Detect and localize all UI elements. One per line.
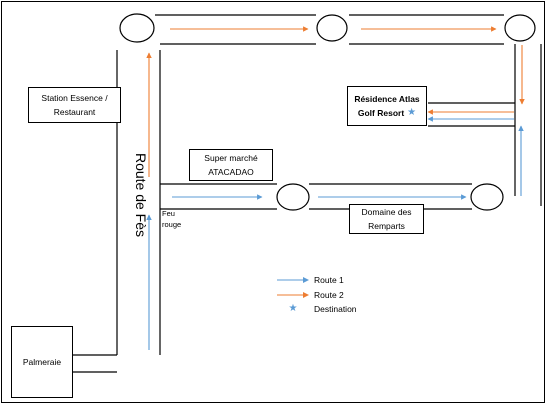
residence-box: Résidence Atlas Golf Resort ★ (347, 86, 427, 126)
legend-destination-label: Destination (314, 303, 357, 314)
legend-destination: ★ Destination (276, 303, 357, 314)
residence-label-line2: Golf Resort ★ (358, 106, 416, 120)
roundabout-top-left (119, 13, 155, 43)
domaine-label-line2: Remparts (368, 221, 405, 231)
legend-route1-label: Route 1 (314, 275, 344, 285)
legend-route2: Route 2 (276, 290, 344, 300)
domaine-label-line1: Domaine des (361, 207, 412, 217)
legend-route1-arrow-icon (277, 277, 309, 283)
station-label-line2: Restaurant (53, 107, 96, 117)
roundabout-middle-left (276, 183, 310, 211)
palmeraie-label: Palmeraie (22, 357, 62, 367)
star-icon: ★ (288, 303, 298, 314)
residence-label-text: Golf Resort (357, 108, 405, 118)
palmeraie-box: Palmeraie (11, 326, 73, 398)
residence-label-line1: Résidence Atlas (354, 94, 420, 104)
feu-rouge-label: Feu rouge (162, 208, 181, 230)
legend-route2-arrow-icon (277, 292, 309, 298)
star-icon: ★ (407, 107, 417, 118)
station-label-line1: Station Essence / (41, 93, 108, 103)
roundabout-middle-right (470, 183, 504, 211)
supermarche-label-line1: Super marché (204, 153, 258, 163)
roundabout-top-middle (316, 14, 348, 42)
supermarche-box: Super marché ATACADAO (189, 149, 273, 181)
legend-route2-label: Route 2 (314, 290, 344, 300)
supermarche-label-line2: ATACADAO (208, 167, 254, 177)
route-de-fes-label: Route de Fès (133, 152, 149, 238)
station-essence-box: Station Essence / Restaurant (28, 87, 121, 123)
roundabout-top-right (504, 14, 536, 42)
feu-rouge-line1: Feu (162, 209, 175, 218)
legend-route1: Route 1 (276, 275, 344, 285)
feu-rouge-line2: rouge (162, 220, 182, 229)
domaine-remparts-box: Domaine des Remparts (349, 204, 424, 234)
